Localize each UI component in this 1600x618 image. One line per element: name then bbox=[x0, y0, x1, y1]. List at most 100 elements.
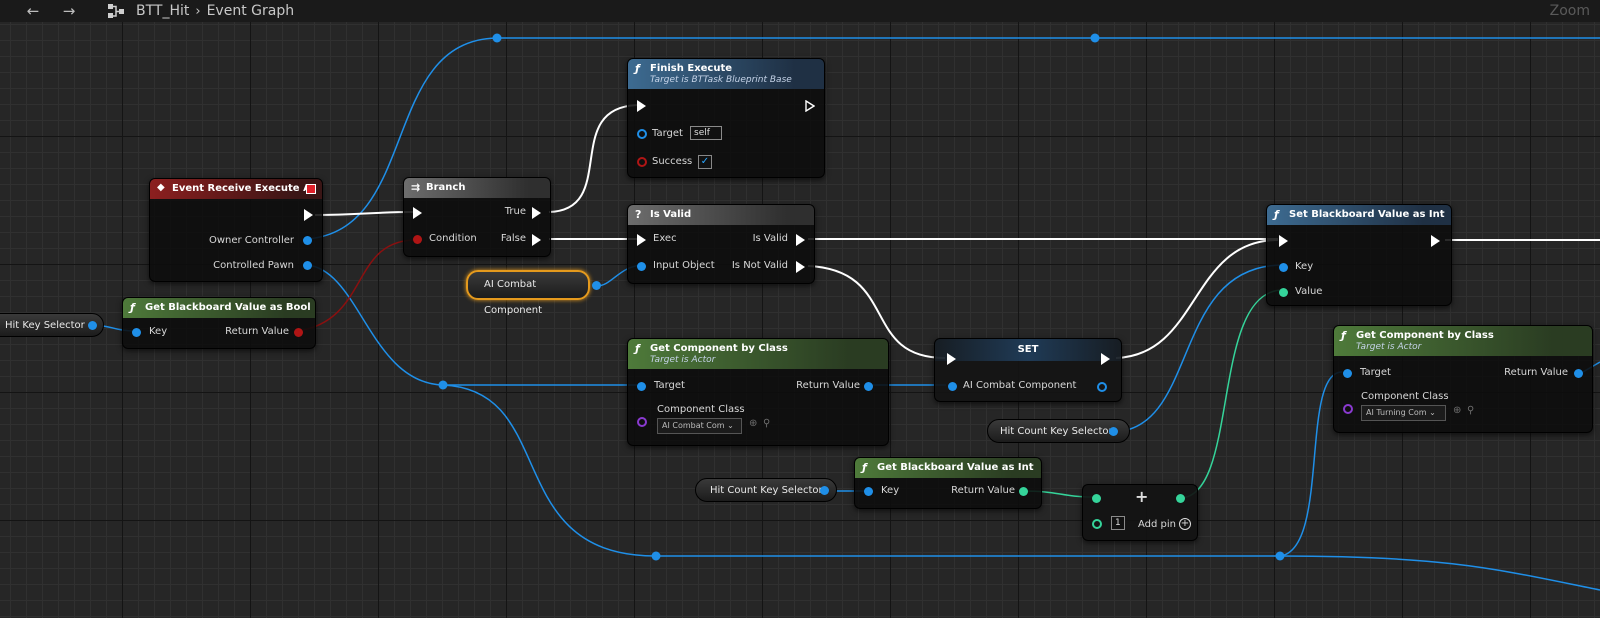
node-is-valid[interactable]: ? Is Valid Exec Is Valid Input Object Is… bbox=[627, 204, 815, 284]
exec-out-pin[interactable] bbox=[805, 100, 815, 112]
add-pin-icon[interactable]: + bbox=[1179, 518, 1191, 530]
target-pin[interactable] bbox=[637, 129, 647, 139]
key-pin[interactable] bbox=[132, 328, 141, 337]
component-class-pin[interactable] bbox=[637, 417, 647, 427]
reroute-node[interactable] bbox=[1090, 33, 1100, 43]
node-header[interactable]: ⇉ Branch bbox=[404, 178, 550, 198]
owner-controller-pin[interactable] bbox=[303, 236, 312, 245]
node-set[interactable]: SET AI Combat Component bbox=[934, 338, 1122, 402]
return-value-pin[interactable] bbox=[294, 328, 303, 337]
variable-hit-key-selector[interactable]: Hit Key Selector bbox=[0, 313, 104, 337]
exec-is-not-valid-pin[interactable] bbox=[796, 261, 805, 273]
exec-is-valid-pin[interactable] bbox=[796, 234, 805, 246]
pin-label: Return Value bbox=[1504, 367, 1568, 378]
chevron-down-icon: ⌄ bbox=[727, 421, 734, 430]
node-add-int[interactable]: + 1 Add pin + bbox=[1082, 484, 1198, 541]
node-get-component-by-class-2[interactable]: ƒ Get Component by Class Target is Actor… bbox=[1333, 325, 1593, 433]
node-header[interactable]: ◆ Event Receive Execute AI bbox=[150, 179, 322, 199]
pin-label: Target bbox=[652, 128, 683, 139]
variable-output-pin[interactable] bbox=[1109, 427, 1118, 436]
component-class-dropdown[interactable]: AI Turning Com ⌄ bbox=[1361, 405, 1446, 421]
key-pin[interactable] bbox=[864, 487, 873, 496]
back-arrow-icon[interactable]: ← bbox=[26, 2, 40, 20]
browse-search-icon[interactable]: ⚲ bbox=[763, 418, 771, 429]
breadcrumb-graph[interactable]: Event Graph bbox=[206, 3, 295, 19]
graph-hierarchy-icon[interactable] bbox=[106, 3, 126, 19]
breadcrumb-asset[interactable]: BTT_Hit bbox=[136, 3, 190, 19]
node-header[interactable]: ƒ Finish Execute Target is BTTask Bluepr… bbox=[628, 59, 824, 89]
variable-output-pin[interactable] bbox=[820, 486, 829, 495]
wire-int-2 bbox=[1180, 289, 1284, 499]
value-pin[interactable] bbox=[1279, 288, 1288, 297]
return-value-pin[interactable] bbox=[1574, 369, 1583, 378]
ai-combat-component-pin[interactable] bbox=[948, 382, 957, 391]
pin-label: Return Value bbox=[796, 380, 860, 391]
exec-true-pin[interactable] bbox=[532, 207, 541, 219]
node-finish-execute[interactable]: ƒ Finish Execute Target is BTTask Bluepr… bbox=[627, 58, 825, 178]
exec-false-pin[interactable] bbox=[532, 234, 541, 246]
exec-out-pin[interactable] bbox=[1431, 235, 1440, 247]
node-get-blackboard-bool[interactable]: ƒ Get Blackboard Value as Bool Key Retur… bbox=[122, 297, 316, 349]
browse-search-icon[interactable]: ⚲ bbox=[1467, 405, 1475, 416]
condition-pin[interactable] bbox=[413, 235, 422, 244]
exec-in-pin[interactable] bbox=[637, 234, 646, 246]
b-input-value[interactable]: 1 bbox=[1111, 516, 1125, 530]
reroute-node[interactable] bbox=[492, 33, 502, 43]
variable-hit-count-key-selector-2[interactable]: Hit Count Key Selector bbox=[695, 478, 837, 502]
node-header[interactable]: ƒ Get Component by Class Target is Actor bbox=[628, 339, 888, 369]
node-title: Get Component by Class bbox=[1356, 330, 1494, 341]
node-header[interactable]: ƒ Get Component by Class Target is Actor bbox=[1334, 326, 1592, 356]
return-value-pin[interactable] bbox=[864, 382, 873, 391]
exec-in-pin[interactable] bbox=[947, 353, 956, 365]
return-value-pin[interactable] bbox=[1176, 494, 1185, 503]
b-input-pin[interactable] bbox=[1092, 519, 1102, 529]
ai-combat-component-out-pin[interactable] bbox=[1097, 382, 1107, 392]
node-title: Finish Execute bbox=[650, 63, 733, 74]
use-selected-icon[interactable]: ⊕ bbox=[749, 418, 758, 429]
exec-out-pin[interactable] bbox=[1101, 353, 1110, 365]
reroute-node[interactable] bbox=[651, 551, 661, 561]
variable-hit-count-key-selector[interactable]: Hit Count Key Selector bbox=[987, 419, 1130, 443]
pin-label: False bbox=[500, 233, 526, 244]
pin-label: Key bbox=[881, 485, 900, 496]
exec-in-pin[interactable] bbox=[413, 207, 422, 219]
zoom-label: Zoom bbox=[1549, 3, 1590, 19]
reroute-node[interactable] bbox=[1275, 551, 1285, 561]
variable-ai-combat-component[interactable]: AI Combat Component bbox=[466, 270, 601, 316]
input-object-pin[interactable] bbox=[637, 262, 646, 271]
pin-label: Return Value bbox=[951, 485, 1015, 496]
success-checkbox[interactable]: ✓ bbox=[698, 155, 712, 169]
node-header[interactable]: ƒ Get Blackboard Value as Int bbox=[855, 458, 1041, 478]
exec-out-pin[interactable] bbox=[304, 209, 313, 221]
exec-in-pin[interactable] bbox=[637, 100, 646, 112]
node-header[interactable]: ƒ Get Blackboard Value as Bool bbox=[123, 298, 315, 318]
node-header[interactable]: SET bbox=[935, 339, 1121, 361]
node-get-component-by-class[interactable]: ƒ Get Component by Class Target is Actor… bbox=[627, 338, 889, 446]
pin-label: Success bbox=[652, 156, 693, 167]
a-input-pin[interactable] bbox=[1092, 494, 1101, 503]
success-pin[interactable] bbox=[637, 157, 647, 167]
component-class-dropdown[interactable]: AI Combat Com ⌄ bbox=[657, 418, 742, 434]
node-branch[interactable]: ⇉ Branch True Condition False bbox=[403, 177, 551, 257]
node-header[interactable]: ƒ Set Blackboard Value as Int bbox=[1267, 205, 1451, 225]
target-pin[interactable] bbox=[637, 382, 646, 391]
node-title: Event Receive Execute AI bbox=[172, 183, 315, 194]
node-get-blackboard-int[interactable]: ƒ Get Blackboard Value as Int Key Return… bbox=[854, 457, 1042, 509]
function-icon: ƒ bbox=[635, 62, 640, 75]
forward-arrow-icon[interactable]: → bbox=[62, 2, 76, 20]
node-header[interactable]: ? Is Valid bbox=[628, 205, 814, 225]
use-selected-icon[interactable]: ⊕ bbox=[1453, 405, 1462, 416]
node-event-receive-execute-ai[interactable]: ◆ Event Receive Execute AI Owner Control… bbox=[149, 178, 323, 282]
component-class-pin[interactable] bbox=[1343, 404, 1353, 414]
controlled-pawn-pin[interactable] bbox=[303, 261, 312, 270]
exec-in-pin[interactable] bbox=[1279, 235, 1288, 247]
node-set-blackboard-int[interactable]: ƒ Set Blackboard Value as Int Key Value bbox=[1266, 204, 1452, 306]
target-pin[interactable] bbox=[1343, 369, 1352, 378]
reroute-node[interactable] bbox=[438, 380, 448, 390]
target-value: self bbox=[690, 126, 722, 140]
key-pin[interactable] bbox=[1279, 263, 1288, 272]
variable-output-pin[interactable] bbox=[88, 321, 97, 330]
return-value-pin[interactable] bbox=[1019, 487, 1028, 496]
variable-output-pin[interactable] bbox=[592, 281, 601, 290]
branch-icon: ⇉ bbox=[411, 181, 421, 194]
